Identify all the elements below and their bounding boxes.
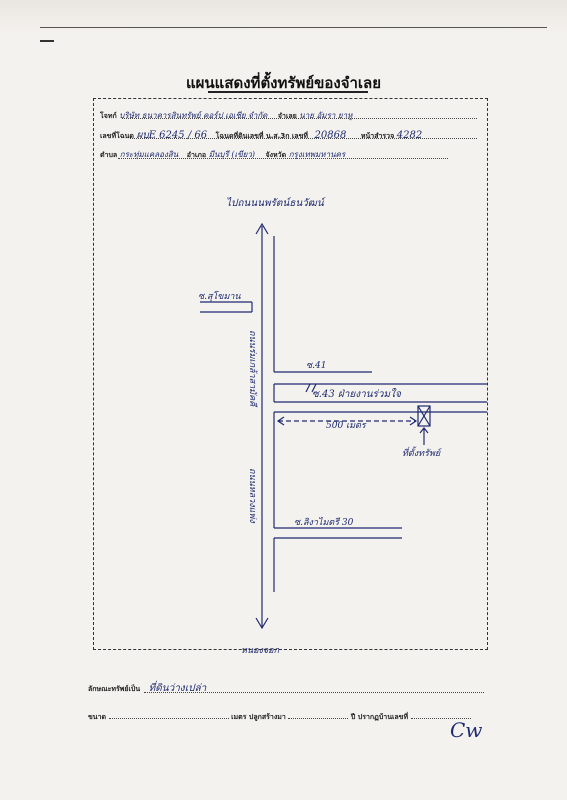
distance-arrow-left (276, 416, 285, 426)
south-label: หนองจอก (241, 646, 280, 656)
distance-label: 500 เมตร (326, 421, 366, 431)
built-label: เมตร ปลูกสร้างมา (231, 713, 286, 721)
footer-dots-1 (144, 692, 484, 693)
header-dots-1 (122, 118, 477, 119)
header-row-3: ตำบล กระทุ่มแคลองสิน อำเภอ มีนบุรี (เขีย… (100, 148, 345, 161)
land-no-value: 20868 (314, 130, 347, 141)
main-road-lower-label: ถนนหลวงแพ่ง (247, 468, 257, 523)
property-type-value: ที่ดินว่างเปล่า (148, 683, 207, 694)
header-dots-3 (118, 158, 448, 159)
land-no-label: โฉนดที่ดินเลขที่ น.ส.3ก เลขที่ (215, 132, 308, 140)
signature: Cw (450, 718, 483, 742)
main-road-label: ถนนร่มเกล้าสามัคคี (247, 330, 257, 407)
north-label: ไปถนนนพรัตน์ธนวัฒน์ (226, 198, 324, 209)
survey-label: หน้าสำรวจ (360, 132, 395, 140)
defendant-label: จำเลย (277, 112, 297, 120)
subdistrict-label: ตำบล (100, 151, 118, 159)
footer-row-2: ขนาด เมตร ปลูกสร้างมา ปี ปรากฏบ้านเลขที่ (88, 712, 471, 723)
province-value: กรุงเทพมหานคร (288, 150, 346, 159)
subdistrict-value: กระทุ่มแคลองสิน (119, 150, 179, 159)
header-row-2: เลขที่โฉนด ผบE 6245 / 66 โฉนดที่ดินเลขที… (100, 128, 422, 143)
header-dots-2 (130, 138, 477, 139)
footer-row-1: ลักษณะทรัพย์เป็น ที่ดินว่างเปล่า (88, 681, 206, 696)
title-underline (208, 91, 368, 93)
year-label: ปี ปรากฏบ้านเลขที่ (350, 713, 409, 721)
property-label: ที่ตั้งทรัพย์ (402, 449, 441, 459)
deed-label: เลขที่โฉนด (100, 132, 134, 140)
property-type-label: ลักษณะทรัพย์เป็น (88, 685, 141, 693)
plaintiff-value: บริษัท ธนาคารสินทรัพย์ คอร์ป เอเชีย จำกั… (119, 111, 268, 120)
page-title: แผนแสดงที่ตั้งทรัพย์ของจำเลย (185, 74, 382, 92)
map-frame (93, 98, 488, 650)
size-label: ขนาด (88, 713, 107, 721)
page-edge (0, 0, 567, 34)
left-road-label: ซ.สุโขมาน (198, 292, 241, 302)
top-rule (40, 27, 547, 28)
district-value: มีนบุรี (เขียว) (208, 150, 255, 159)
header-row-1: โจทก์ บริษัท ธนาคารสินทรัพย์ คอร์ป เอเชี… (100, 109, 352, 122)
district-label: อำเภอ (186, 151, 207, 159)
south-arrow (255, 617, 269, 630)
property-marker (417, 405, 431, 427)
survey-value: 4282 (396, 130, 423, 141)
defendant-value: นาย อัมรา ยาหู (299, 111, 353, 120)
plaintiff-label: โจทก์ (100, 112, 117, 120)
north-arrow (255, 222, 269, 235)
soi-3-label: ซ.ลิงาไมตรี 30 (294, 518, 354, 528)
soi-2-label: ซ.43 ฝ่ายงานร่วมใจ (312, 389, 401, 400)
top-dash (40, 40, 54, 42)
soi-1-label: ซ.41 (306, 361, 327, 371)
deed-value: ผบE 6245 / 66 (136, 130, 208, 141)
distance-arrow-right (409, 416, 418, 426)
province-label: จังหวัด (265, 151, 287, 159)
